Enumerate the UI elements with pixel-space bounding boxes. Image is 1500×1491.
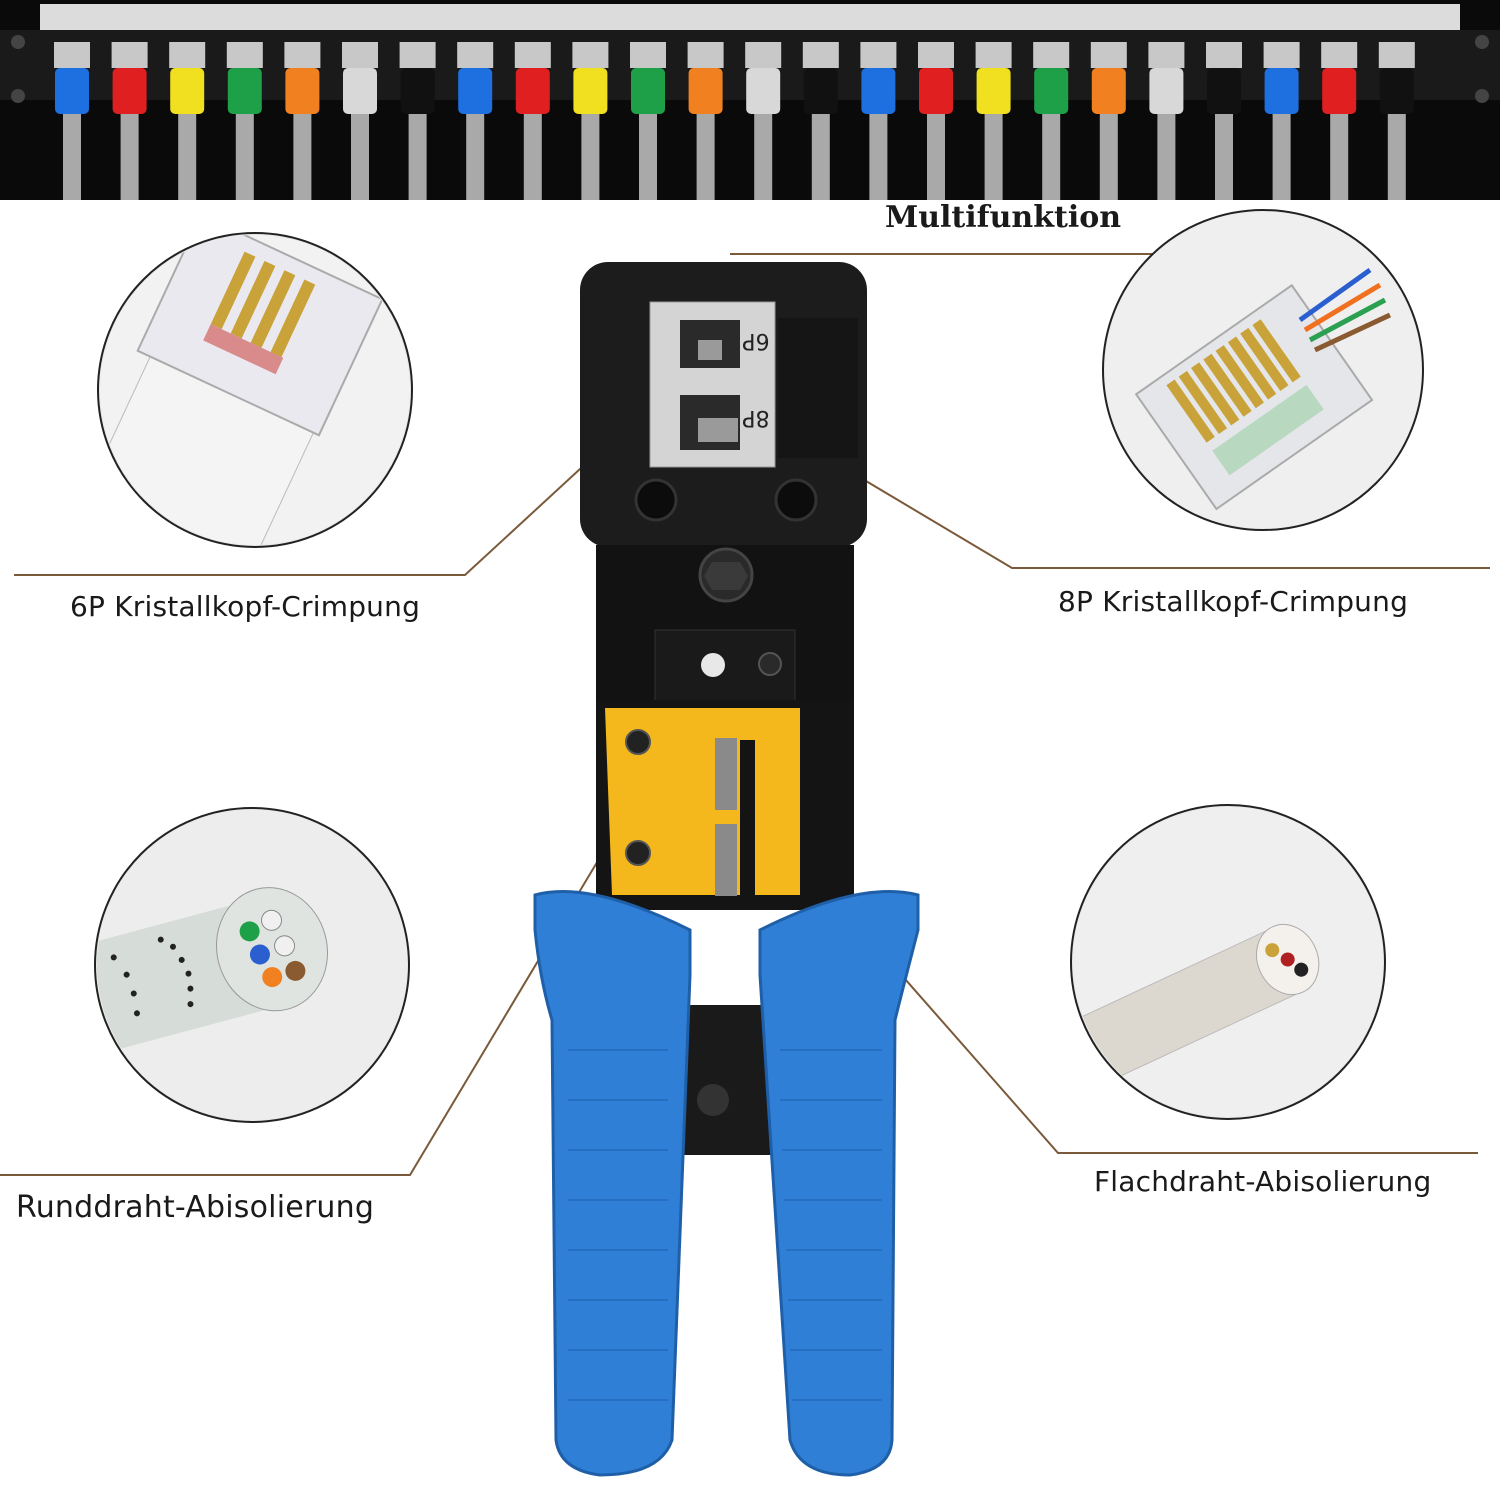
patch-cable xyxy=(802,42,839,200)
patch-cable xyxy=(284,42,321,200)
patch-cable xyxy=(1090,42,1127,200)
patch-cable xyxy=(1206,42,1242,200)
title-multifunktion: Multifunktion xyxy=(885,200,1122,235)
patch-cable xyxy=(572,42,609,200)
patch-cable xyxy=(918,42,954,200)
patch-cable xyxy=(1263,42,1300,200)
patch-cable xyxy=(1148,42,1185,200)
patch-cable xyxy=(514,42,551,200)
patch-panel-photo xyxy=(0,0,1500,200)
callout-6p-crimp: 6P Kristallkopf-Crimpung xyxy=(70,590,421,623)
patch-cable xyxy=(342,42,378,200)
patch-cable xyxy=(975,42,1012,200)
patch-cable xyxy=(457,42,494,200)
patch-cable xyxy=(687,42,724,200)
callout-round-strip: Runddraht-Abisolierung xyxy=(16,1190,375,1225)
die-label-8p: 8P xyxy=(742,405,770,430)
callout-8p-crimp: 8P Kristallkopf-Crimpung xyxy=(1058,585,1409,618)
patch-cable xyxy=(630,42,666,200)
die-label-6p: 6P xyxy=(742,328,770,353)
patch-cable xyxy=(1321,42,1358,200)
patch-cable xyxy=(399,42,436,200)
callout-flat-strip: Flachdraht-Abisolierung xyxy=(1094,1165,1432,1198)
patch-cable xyxy=(1033,42,1070,200)
patch-cable xyxy=(745,42,782,200)
patch-cable xyxy=(169,42,206,200)
patch-cable xyxy=(111,42,148,200)
patch-cable xyxy=(860,42,897,200)
patch-cable xyxy=(54,42,90,200)
patch-cable xyxy=(226,42,263,200)
patch-cable xyxy=(1378,42,1415,200)
